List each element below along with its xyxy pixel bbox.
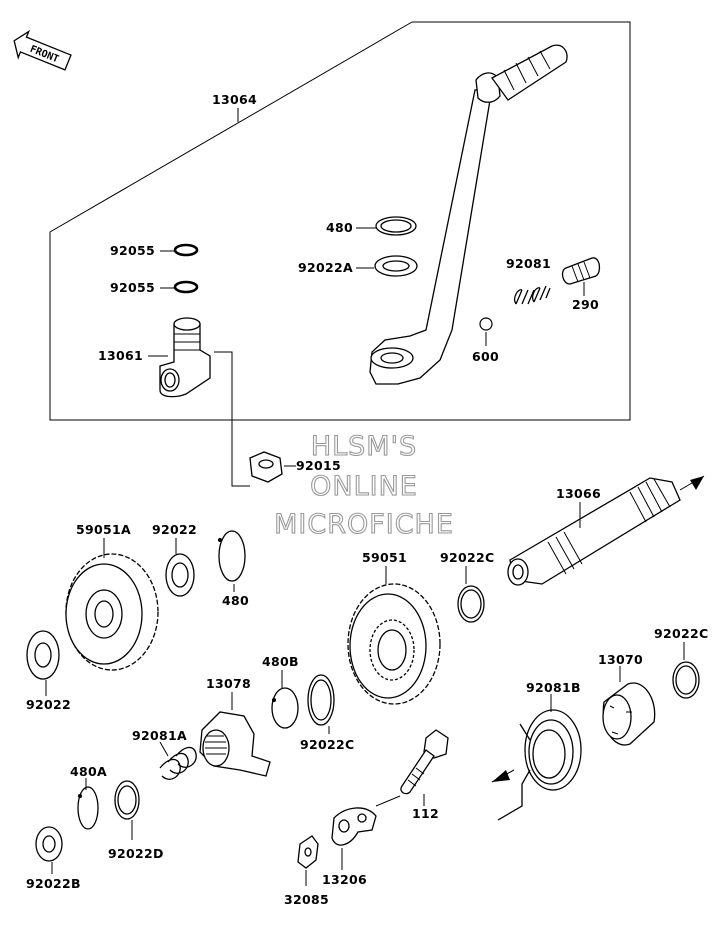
label-92055-b: 92055 <box>110 280 155 295</box>
circlip-480B <box>271 687 299 729</box>
label-480B: 480B <box>262 654 299 669</box>
label-92022-top: 92022 <box>152 522 197 537</box>
label-92015: 92015 <box>296 458 341 473</box>
label-92022C-right: 92022C <box>654 626 708 641</box>
plate-32085 <box>297 835 319 869</box>
nut-92015 <box>249 451 283 483</box>
washer-92022-top <box>165 553 195 597</box>
label-13066: 13066 <box>556 486 601 501</box>
guide-13206 <box>331 807 377 846</box>
label-92055-a: 92055 <box>110 243 155 258</box>
watermark: HLSM'S ONLINE MICROFICHE <box>274 430 454 540</box>
ratchet-13078 <box>199 711 271 777</box>
spring-92081A <box>159 746 197 780</box>
label-480A: 480A <box>70 764 107 779</box>
washer-92022A <box>374 255 418 277</box>
label-92081B: 92081B <box>526 680 581 695</box>
label-13070: 13070 <box>598 652 643 667</box>
label-480-top: 480 <box>326 220 353 235</box>
o-ring-92055-b <box>173 280 199 294</box>
label-92022D: 92022D <box>108 846 164 861</box>
washer-92022D <box>114 780 140 820</box>
bolt-112 <box>400 729 449 795</box>
label-13061: 13061 <box>98 348 143 363</box>
watermark-line-2: ONLINE <box>310 471 418 502</box>
label-59051A: 59051A <box>76 522 131 537</box>
label-59051: 59051 <box>362 550 407 565</box>
label-92081-top: 92081 <box>506 256 551 271</box>
label-32085: 32085 <box>284 892 329 907</box>
spring-92081B <box>497 709 582 821</box>
label-92022C-b: 92022C <box>300 737 354 752</box>
circlip-480A <box>77 786 99 830</box>
watermark-line-1: HLSM'S <box>311 431 417 462</box>
washer-92022-left <box>26 630 60 680</box>
label-13078: 13078 <box>206 676 251 691</box>
spring-92081-top <box>514 285 551 305</box>
o-ring-92055-a <box>173 243 199 257</box>
label-290: 290 <box>572 297 599 312</box>
watermark-line-3: MICROFICHE <box>274 509 454 540</box>
label-92022-left: 92022 <box>26 697 71 712</box>
label-92022B: 92022B <box>26 876 81 891</box>
group-frame-13064 <box>49 21 631 421</box>
circlip-480-upper <box>375 216 417 236</box>
label-600: 600 <box>472 349 499 364</box>
washer-92022C-b <box>307 674 335 726</box>
gear-59051A <box>65 553 159 671</box>
washer-92022B <box>35 826 63 862</box>
kick-pedal-arm <box>369 44 568 385</box>
label-92022A: 92022A <box>298 260 353 275</box>
label-92022C-a: 92022C <box>440 550 494 565</box>
kick-boss-13061 <box>159 317 211 398</box>
kick-shaft-13066 <box>507 477 681 586</box>
washer-92022C-a <box>457 585 485 623</box>
ball-600 <box>479 317 493 331</box>
label-480-mid: 480 <box>222 593 249 608</box>
label-13064: 13064 <box>212 92 257 107</box>
washer-92022C-right <box>672 661 700 699</box>
circlip-480-mid <box>218 530 246 582</box>
label-92081A: 92081A <box>132 728 187 743</box>
gear-59051 <box>347 583 441 705</box>
label-13206: 13206 <box>322 872 367 887</box>
label-112: 112 <box>412 806 439 821</box>
front-arrow-icon: FRONT <box>13 29 72 71</box>
pin-290 <box>561 257 601 285</box>
ratchet-13070 <box>602 682 656 746</box>
